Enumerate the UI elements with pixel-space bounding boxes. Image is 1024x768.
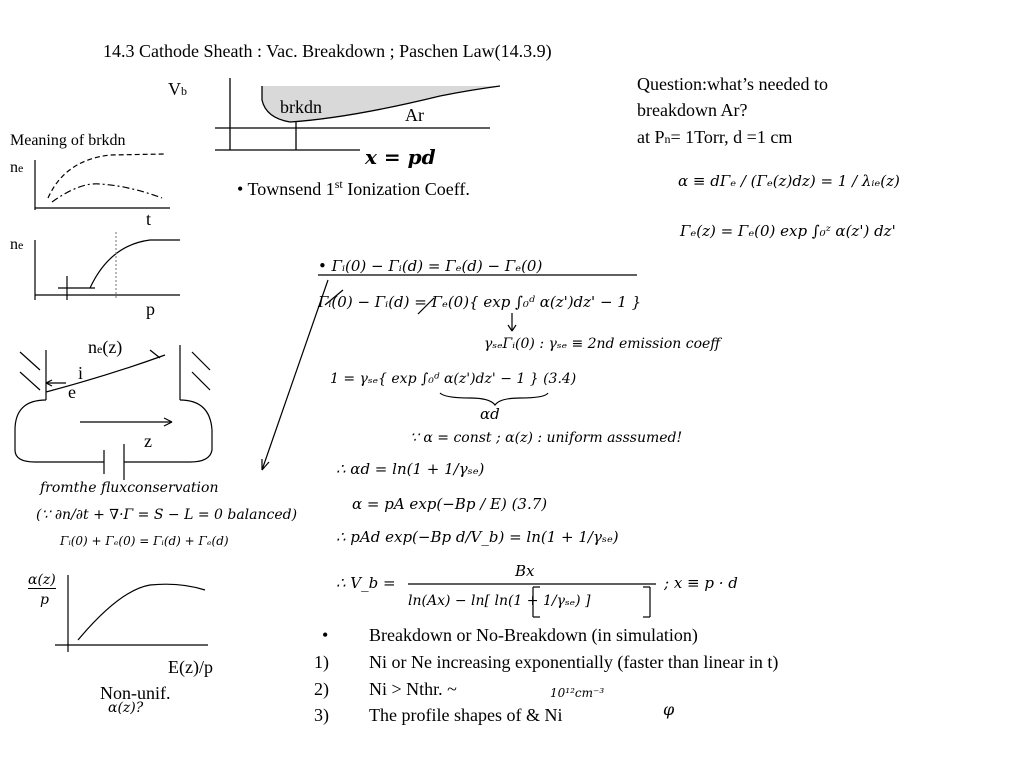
ne-z-label: ne(z): [88, 337, 123, 357]
alpha-d-label: αd: [480, 405, 500, 423]
electron-label: e: [68, 382, 76, 402]
eq8-tail: ; x ≡ p · d: [664, 574, 738, 592]
eq8-lhs: ∴ V_b =: [336, 574, 396, 592]
eq3: γₛₑΓᵢ(0) : γₛₑ ≡ 2nd emission coeff: [484, 336, 721, 352]
flux-balanced: (∵ ∂n/∂t + ∇·Γ = S − L = 0 balanced): [36, 507, 298, 523]
list-item-2: Ni > Nthr. ~: [369, 679, 457, 699]
alpha-def-eq: α ≡ dΓₑ / (Γₑ(z)dz) = 1 / λᵢₑ(z): [678, 172, 900, 190]
bullet-eq: • Γᵢ(0) − Γᵢ(d) = Γₑ(d) − Γₑ(0): [318, 257, 543, 275]
eq5: ∴ αd = ln(1 + 1/γₛₑ): [336, 460, 485, 478]
eq6: α = pA exp(−Bp / E) (3.7): [352, 495, 548, 513]
alpha-ylabel-top: α(z): [28, 572, 56, 589]
nonunif-label: Non-unif.: [100, 683, 171, 703]
list-bullet-mark: •: [322, 625, 329, 645]
const-eq: ∵ α = const ; α(z) : uniform asssumed!: [410, 430, 683, 446]
alpha-ylabel-bot: p: [40, 592, 49, 608]
sheath-diagram: [14, 345, 213, 480]
question-line-1: Question:what’s needed to: [637, 74, 828, 94]
ne-t-xlabel: t: [146, 209, 152, 229]
ne-p-ylabel: ne: [10, 236, 24, 253]
ne-vs-t-plot: [34, 153, 170, 210]
list-item-1: Ni or Ne increasing exponentially (faste…: [369, 652, 779, 672]
eq-decorations: [318, 274, 656, 618]
paschen-plot: [215, 78, 501, 151]
meaning-label: Meaning of brkdn: [10, 132, 126, 149]
ne-p-xlabel: p: [146, 299, 155, 319]
eq2: Γᵢ(0) − Γᵢ(d) = Γₑ(0){ exp ∫₀ᵈ α(z')dz' …: [318, 293, 642, 311]
alpha-vs-e-plot: [55, 575, 208, 652]
flux-eq: Γᵢ(0) + Γₑ(0) = Γᵢ(d) + Γₑ(d): [60, 534, 229, 548]
list-num-3: 3): [314, 705, 329, 725]
ne-vs-p-plot: [34, 232, 180, 300]
question-line-2: breakdown Ar?: [637, 100, 748, 120]
eq8-numerator: Bx: [515, 562, 535, 580]
alpha-question: α(z)?: [108, 700, 144, 716]
list-item-breakdown: Breakdown or No-Breakdown (in simulation…: [369, 625, 698, 645]
alpha-xlabel: E(z)/p: [168, 657, 213, 677]
ion-label: i: [78, 363, 84, 383]
paschen-x-label: x = pd: [365, 145, 436, 169]
vb-axis-label: Vb: [168, 79, 187, 99]
phi-symbol: φ: [663, 700, 675, 719]
ne-t-ylabel: ne: [10, 159, 24, 176]
list-num-1: 1): [314, 652, 329, 672]
pointer-arrow: [261, 279, 329, 471]
eq8-denominator: ln(Ax) − ln[ ln(1 + 1/γₛₑ) ]: [408, 593, 591, 609]
gamma-z-eq: Γₑ(z) = Γₑ(0) exp ∫₀ᶻ α(z') dz': [680, 222, 896, 240]
brkdn-region-label: brkdn: [280, 97, 322, 117]
list-item-3: The profile shapes of & Ni: [369, 705, 563, 725]
eq4: 1 = γₛₑ{ exp ∫₀ᵈ α(z')dz' − 1 } (3.4): [330, 371, 577, 387]
flux-from-label: fromthe fluxconservation: [40, 480, 219, 496]
ar-curve-label: Ar: [405, 105, 424, 125]
density-value: 10¹²cm⁻³: [550, 686, 605, 700]
eq7: ∴ pAd exp(−Bp d/V_b) = ln(1 + 1/γₛₑ): [336, 528, 619, 546]
page-title: 14.3 Cathode Sheath : Vac. Breakdown ; P…: [103, 41, 552, 61]
townsend-bullet: • Townsend 1st Ionization Coeff.: [237, 177, 470, 199]
question-line-3: at Pn= 1Torr, d =1 cm: [637, 127, 793, 147]
list-num-2: 2): [314, 679, 329, 699]
z-label: z: [144, 431, 152, 451]
